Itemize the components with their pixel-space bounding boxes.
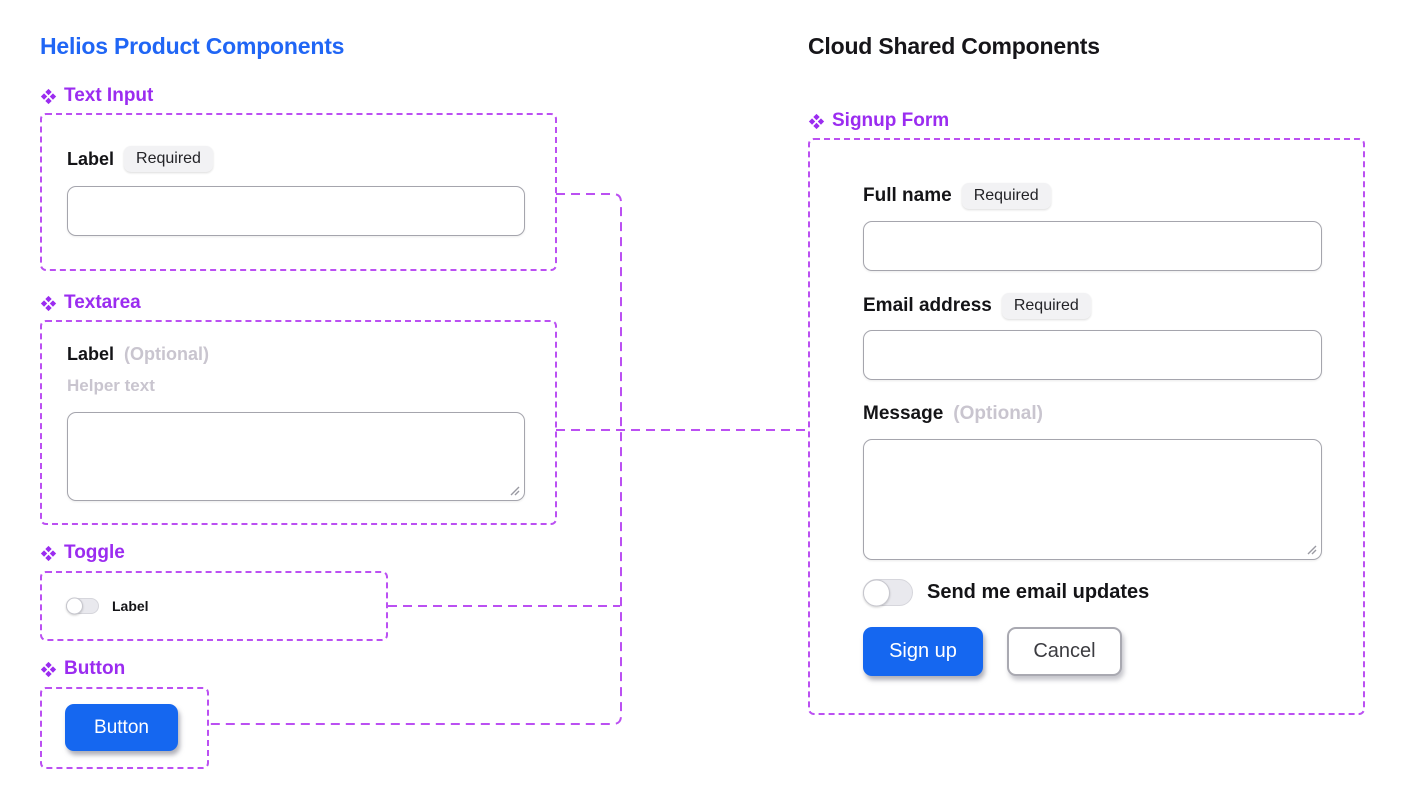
cancel-button[interactable]: Cancel (1007, 627, 1122, 676)
section-heading-label: Textarea (64, 292, 141, 313)
sample-button[interactable]: Button (65, 704, 178, 751)
text-input-field[interactable] (67, 186, 525, 236)
section-heading-label: Toggle (64, 542, 125, 563)
component-icon (40, 545, 57, 562)
section-heading-text-input: Text Input (40, 85, 153, 107)
component-icon (40, 661, 57, 678)
email-label: Email address (863, 295, 992, 316)
section-heading-label: Button (64, 658, 126, 679)
helper-text: Helper text (67, 376, 155, 395)
button-component-frame: Button (40, 687, 209, 769)
textarea-field-wrap (67, 412, 525, 501)
component-icon (40, 88, 57, 105)
required-badge: Required (1001, 293, 1091, 319)
optional-hint: (Optional) (124, 343, 209, 364)
section-heading-textarea: Textarea (40, 292, 141, 314)
full-name-label: Full name (863, 185, 952, 206)
section-heading-button: Button (40, 658, 125, 680)
section-heading-label: Signup Form (832, 110, 950, 131)
message-field[interactable] (863, 439, 1322, 560)
text-input-component-frame: Label Required (40, 113, 557, 271)
signup-form-frame: Full name Required Email address Require… (808, 138, 1365, 715)
toggle-knob (863, 579, 890, 606)
textarea-component-frame: Label (Optional) Helper text (40, 320, 557, 525)
section-heading-signup-form: Signup Form (808, 110, 949, 132)
email-updates-toggle[interactable] (863, 579, 913, 606)
helios-title: Helios Product Components (40, 33, 345, 59)
component-icon (40, 295, 57, 312)
optional-hint: (Optional) (953, 403, 1043, 424)
toggle-label: Label (112, 598, 149, 614)
section-heading-toggle: Toggle (40, 542, 125, 564)
section-heading-label: Text Input (64, 85, 154, 106)
required-badge: Required (961, 183, 1051, 209)
component-icon (808, 113, 825, 130)
text-input-label: Label (67, 148, 115, 169)
textarea-label: Label (67, 343, 115, 364)
required-badge: Required (124, 146, 213, 172)
email-updates-label: Send me email updates (927, 581, 1150, 603)
toggle-switch[interactable] (66, 597, 99, 615)
full-name-field[interactable] (863, 221, 1322, 271)
message-field-wrap (863, 439, 1322, 560)
message-label: Message (863, 403, 944, 424)
cloud-title: Cloud Shared Components (808, 33, 1100, 59)
toggle-component-frame: Label (40, 571, 388, 641)
sign-up-button[interactable]: Sign up (863, 627, 983, 676)
toggle-knob (66, 597, 83, 615)
textarea-field[interactable] (67, 412, 525, 501)
email-field[interactable] (863, 330, 1322, 380)
